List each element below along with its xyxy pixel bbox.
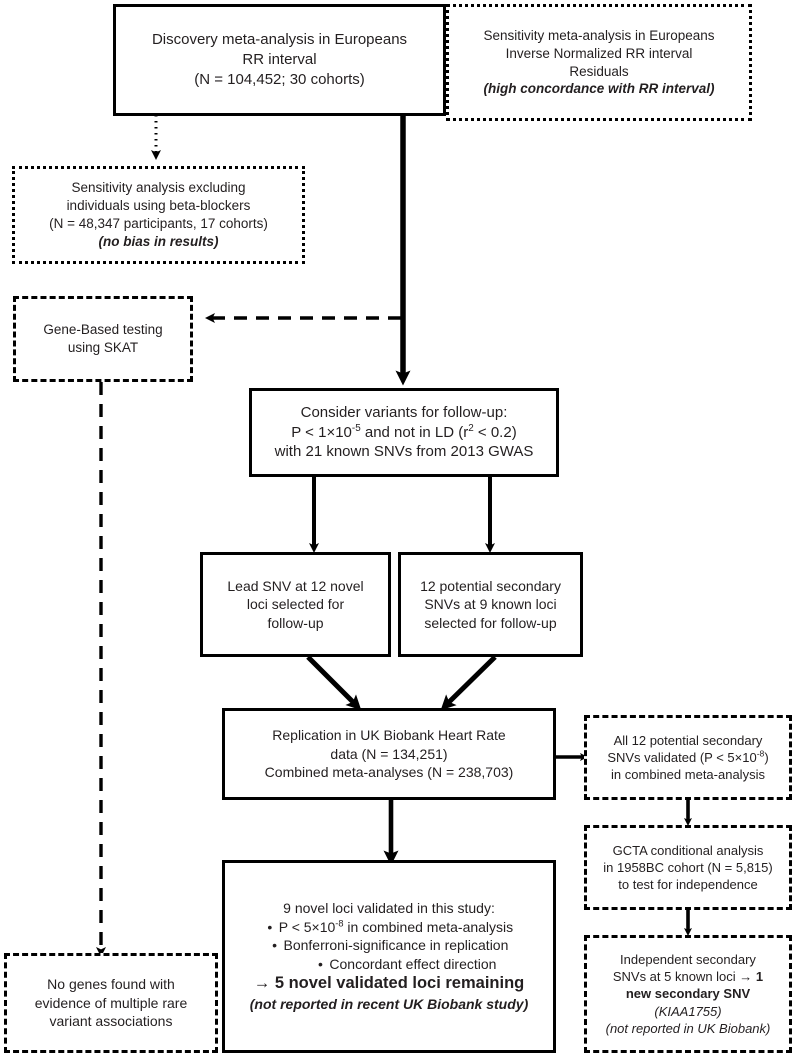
node-line: Inverse Normalized RR interval [505,45,693,61]
node-line-with-superscript: SNVs validated (P < 5×10-8) [607,749,768,766]
node-line: Combined meta-analyses (N = 238,703) [264,764,514,781]
node-line: Lead SNV at 12 novel [227,577,364,594]
superscript: 2 [468,422,474,434]
node-footnote: (not reported in recent UK Biobank study… [249,996,529,1013]
node-line: to test for independence [618,877,758,893]
text-frag: ) [764,749,769,765]
node-sensitivity-inverse-normalized: Sensitivity meta-analysis in Europeans I… [446,4,752,121]
node-line: Discovery meta-analysis in Europeans [151,31,408,49]
node-sensitivity-beta-blockers: Sensitivity analysis excluding individua… [12,166,305,264]
node-line: using SKAT [67,340,139,355]
node-replication-uk-biobank: Replication in UK Biobank Heart Rate dat… [222,708,556,800]
node-discovery-meta-analysis: Discovery meta-analysis in Europeans RR … [113,4,446,116]
arrow-glyph: → [253,974,275,993]
node-line: in 1958BC cohort (N = 5,815) [603,859,773,875]
node-gene-based-testing: Gene-Based testing using SKAT [13,296,193,382]
node-line-mixed: SNVs at 5 known loci → 1 [613,968,763,985]
text-frag: Concordant effect direction [329,955,497,972]
node-line: loci selected for [246,596,345,613]
node-potential-secondary-snvs: 12 potential secondary SNVs at 9 known l… [398,552,583,657]
superscript: -8 [335,918,344,929]
node-line: with 21 known SNVs from 2013 GWAS [274,443,534,461]
node-line-italic: (high concordance with RR interval) [483,81,715,97]
text-frag-bold: 1 [755,969,764,985]
node-line: SNVs at 9 known loci [424,596,557,613]
node-line: Sensitivity meta-analysis in Europeans [483,27,715,43]
node-line: No genes found with [47,976,175,993]
node-lead-snv-novel-loci: Lead SNV at 12 novel loci selected for f… [200,552,391,657]
node-result-line: → 5 novel validated loci remaining [254,973,525,995]
superscript: -5 [351,422,361,434]
node-line: Consider variants for follow-up: [300,403,508,421]
node-gcta-conditional-analysis: GCTA conditional analysis in 1958BC coho… [584,825,792,910]
list-item: • Bonferroni-significance in replication [265,936,513,954]
text-frag: SNVs at 5 known loci → [612,969,756,985]
text-frag: P < 5×10 [278,918,336,935]
node-line: Independent secondary [620,952,756,968]
node-independent-secondary-snvs: Independent secondary SNVs at 5 known lo… [584,935,792,1053]
node-line: GCTA conditional analysis [612,842,764,858]
node-line-italic: (no bias in results) [98,233,219,249]
node-line: follow-up [267,614,324,631]
node-no-genes-found: No genes found with evidence of multiple… [4,953,218,1053]
connector-lead-snv-to-replication [306,655,362,711]
node-line: selected for follow-up [424,614,557,631]
text-frag: SNVs validated (P < 5×10 [607,749,757,765]
node-line: Sensitivity analysis excluding [71,180,246,196]
node-line: individuals using beta-blockers [66,198,251,214]
node-line: (N = 48,347 participants, 17 cohorts) [49,216,268,231]
node-line-with-superscript: P < 1×10-5 and not in LD (r2 < 0.2) [291,423,516,443]
bullet-dot: • [267,918,273,935]
text-frag-bold: 5 novel validated loci remaining [274,974,525,993]
superscript: -8 [756,748,765,759]
text-frag: and not in LD (r [360,423,469,441]
node-line: Residuals [569,63,629,79]
text-frag: < 0.2) [473,423,517,441]
node-line: in combined meta-analysis [611,767,765,783]
text-frag: P < 1×10 [291,423,352,441]
node-line-bold: new secondary SNV [625,986,751,1002]
node-line: RR interval [242,51,317,69]
connector-secondary-snv-to-replication [440,655,497,711]
list-item: • P < 5×10-8 in combined meta-analysis [265,918,513,936]
node-line: evidence of multiple rare [34,994,188,1011]
node-line: Replication in UK Biobank Heart Rate [272,727,506,744]
node-novel-loci-validated: 9 novel loci validated in this study: • … [222,860,556,1053]
node-heading: 9 novel loci validated in this study: [283,900,495,917]
node-line: All 12 potential secondary [613,732,763,748]
node-line: variant associations [49,1013,173,1030]
node-line: (N = 104,452; 30 cohorts) [194,70,365,88]
node-line-italic: (KIAA1755) [654,1003,722,1019]
list-item: • Concordant effect direction [265,955,513,973]
node-line: data (N = 134,251) [330,745,448,762]
text-frag: in combined meta-analysis [343,918,514,935]
node-line: Gene-Based testing [43,322,163,338]
criteria-list: • P < 5×10-8 in combined meta-analysis •… [265,918,513,973]
node-consider-variants: Consider variants for follow-up: P < 1×1… [249,388,559,477]
bullet-dot: • [272,937,278,954]
text-frag: Bonferroni-significance in replication [283,937,509,954]
bullet-dot: • [318,955,323,972]
node-line: 12 potential secondary [420,577,561,594]
node-all-secondary-snvs-validated: All 12 potential secondary SNVs validate… [584,715,792,800]
node-line-italic: (not reported in UK Biobank) [605,1020,771,1036]
